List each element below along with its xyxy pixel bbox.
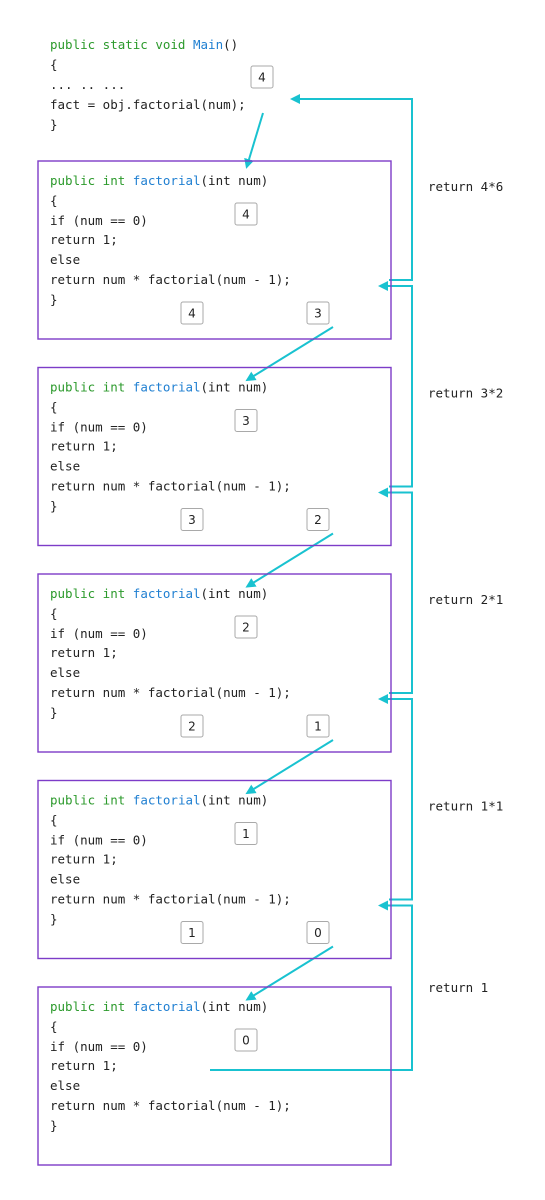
main-code-line: { [50,57,58,72]
main-code-line: ... .. ... [50,77,125,92]
return-arrow [378,487,413,694]
frame-code-line: } [50,1118,58,1133]
frame-arg-badge: 2 [234,615,258,639]
frame-code-line: return num * factorial(num - 1); [50,272,291,287]
frame-code-line: public int factorial(int num) [50,586,268,601]
frame-code-line: } [50,499,58,514]
factorial-frame [37,160,392,340]
frame-code-line: { [50,1019,58,1034]
frame-arg-badge: 3 [234,409,258,432]
frame-code-line: public int factorial(int num) [50,999,268,1014]
return-label: return 1*1 [428,799,503,814]
svg-text:4: 4 [242,208,250,222]
frame-border [37,366,392,547]
svg-text:3: 3 [188,513,196,527]
frame-code-line: else [50,252,80,267]
frame-arg-badge: 1 [234,822,258,845]
frame-border [37,573,392,753]
frame-code-line: if (num == 0) [50,1039,148,1054]
frame-next-arg-badge: 0 [306,921,330,944]
frame-code-line: return 1; [50,1058,118,1073]
frame-code-line: else [50,872,80,887]
frame-code-line: { [50,813,58,828]
svg-text:2: 2 [314,513,322,527]
frame-code-line: public int factorial(int num) [50,793,268,808]
call-arrow [245,326,334,382]
frame-code-line: } [50,292,58,307]
svg-text:0: 0 [314,926,322,940]
frame-code-line: { [50,606,58,621]
svg-text:1: 1 [188,926,196,940]
frame-code-line: { [50,400,58,415]
frame-code-line: public int factorial(int num) [50,173,268,188]
main-code-line: fact = obj.factorial(num); [50,97,246,112]
factorial-frame [37,986,392,1166]
frame-code-line: if (num == 0) [50,420,148,435]
svg-text:1: 1 [242,827,250,841]
frame-code-line: return num * factorial(num - 1); [50,479,291,494]
call-arrow [244,112,264,169]
main-code-line: } [50,117,58,132]
frame-code-line: public int factorial(int num) [50,380,268,395]
frame-code-line: { [50,193,58,208]
call-arrow [245,532,334,588]
frame-code-line: if (num == 0) [50,213,148,228]
return-arrow [378,694,413,901]
frame-next-arg-badge: 2 [306,508,330,531]
call-arrow [245,739,334,795]
code-layer: public static void Main() { ... .. ... fa… [37,37,503,1166]
frame-num-badge: 2 [180,714,204,738]
call-arrow [245,945,334,1001]
return-arrow [378,281,413,488]
frame-border [37,160,392,340]
frame-num-badge: 4 [180,301,204,325]
frame-next-arg-badge: 1 [306,714,330,738]
frame-code-line: else [50,1078,80,1093]
frame-code-line: if (num == 0) [50,626,148,641]
return-label: return 4*6 [428,179,503,194]
frame-border [37,986,392,1166]
factorial-frame [37,779,392,960]
return-label: return 3*2 [428,386,503,401]
frame-code-line: return 1; [50,645,118,660]
svg-text:1: 1 [314,720,322,734]
frame-num-badge: 1 [180,921,204,944]
arrow-layer [210,94,413,1071]
svg-text:2: 2 [242,621,250,635]
main-code-line: public static void Main() [50,37,238,52]
frame-code-line: if (num == 0) [50,833,148,848]
factorial-frame [37,366,392,547]
frame-next-arg-badge: 3 [306,301,330,325]
frame-code-line: return num * factorial(num - 1); [50,1098,291,1113]
frame-code-line: } [50,705,58,720]
frame-arg-badge: 0 [234,1028,258,1052]
svg-text:4: 4 [258,71,266,85]
return-arrow [210,900,413,1071]
svg-text:4: 4 [188,307,196,321]
frame-code-line: return 1; [50,232,118,247]
frame-border [37,779,392,960]
return-label: return 1 [428,980,488,995]
frame-num-badge: 3 [180,508,204,531]
factorial-frame [37,573,392,753]
return-label: return 2*1 [428,592,503,607]
frame-code-line: return num * factorial(num - 1); [50,892,291,907]
svg-text:2: 2 [188,720,196,734]
svg-text:0: 0 [242,1034,250,1048]
svg-text:3: 3 [314,307,322,321]
frame-arg-badge: 4 [234,202,258,226]
frame-code-line: else [50,459,80,474]
frame-code-line: else [50,665,80,680]
frame-code-line: return num * factorial(num - 1); [50,685,291,700]
frame-code-line: } [50,912,58,927]
frame-code-line: return 1; [50,439,118,454]
return-arrow [290,94,413,281]
svg-text:3: 3 [242,414,250,428]
frame-code-line: return 1; [50,852,118,867]
main-arg-badge: 4 [250,65,274,89]
